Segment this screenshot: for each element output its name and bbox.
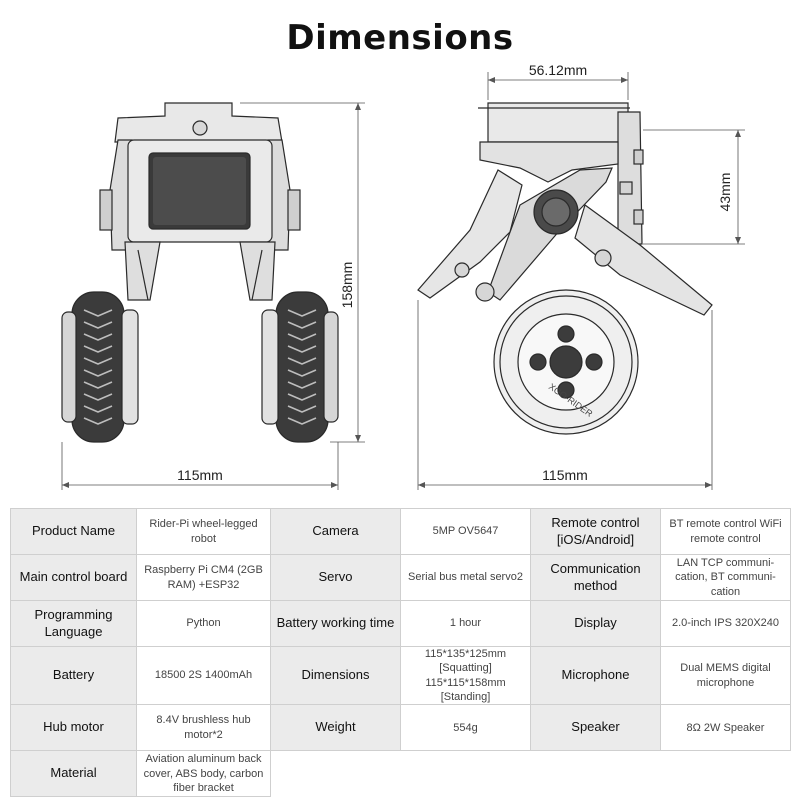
spec-value: 2.0-inch IPS 320X240 [660,600,791,647]
spec-label: Battery [10,645,137,706]
spec-value: Serial bus metal servo2 [400,554,531,601]
table-row: Programming Language Python Battery work… [10,600,791,647]
front-dimension-lines [61,102,365,490]
spec-value: Aviation aluminum back cover, ABS body, … [136,750,271,798]
spec-label: Remote control [iOS/Android] [530,508,661,555]
spec-value: Python [136,600,271,647]
spec-label: Hub motor [10,704,137,752]
spec-value: BT remote control WiFi remote control [660,508,791,555]
spec-label: Material [10,750,137,798]
spec-label: Product Name [10,508,137,555]
spec-label: Communication method [530,554,661,601]
front-width-label: 115mm [177,467,223,483]
table-row: Hub motor 8.4V brushless hub motor*2 Wei… [10,704,791,752]
spec-label: Main control board [10,554,137,601]
left-wheel [71,291,125,443]
tread-pattern [83,309,317,425]
spec-label: Microphone [530,645,661,706]
spec-label: Battery working time [270,600,401,647]
side-width-label: 115mm [542,467,588,483]
spec-value: Dual MEMS digital microphone [660,645,791,706]
spec-value: 18500 2S 1400mAh [136,645,271,706]
table-row: Product Name Rider-Pi wheel-legged robot… [10,508,791,555]
spec-label: Camera [270,508,401,555]
spec-value: 8.4V brushless hub motor*2 [136,704,271,752]
spec-value: Rider-Pi wheel-legged robot [136,508,271,555]
spec-value: 1 hour [400,600,531,647]
spec-label: Display [530,600,661,647]
table-row: Main control board Raspberry Pi CM4 (2GB… [10,554,791,601]
spec-value: LAN TCP communi-cation, BT communi-catio… [660,554,791,601]
spec-value: 554g [400,704,531,752]
spec-value: 5MP OV5647 [400,508,531,555]
page-title: Dimensions [286,18,514,58]
spec-label: Weight [270,704,401,752]
empty-cell [270,750,791,797]
technical-drawing: 158mm 115mm XGO-RIDER [61,62,745,490]
front-height-label: 158mm [339,262,355,309]
spec-value: Raspberry Pi CM4 (2GB RAM) +ESP32 [136,554,271,601]
right-wheel [275,291,329,443]
side-height-label: 43mm [717,173,733,212]
spec-value: 8Ω 2W Speaker [660,704,791,752]
table-row: Material Aviation aluminum back cover, A… [10,750,791,798]
spec-label: Servo [270,554,401,601]
spec-label: Dimensions [270,645,401,706]
spec-label: Speaker [530,704,661,752]
side-dimension-lines [417,72,745,490]
table-row: Battery 18500 2S 1400mAh Dimensions 115*… [10,645,791,706]
spec-label: Programming Language [10,600,137,647]
front-view [61,102,339,443]
side-view [417,102,713,435]
side-top-width-label: 56.12mm [529,62,587,78]
spec-value: 115*135*125mm [Squatting] 115*115*158mm … [400,645,531,706]
camera-icon [192,120,208,136]
spec-table: Product Name Rider-Pi wheel-legged robot… [10,508,791,798]
